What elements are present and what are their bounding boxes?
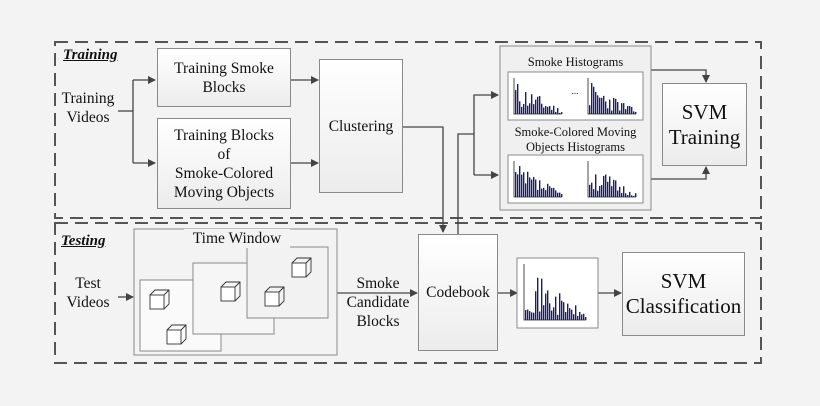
training-videos-label: Training Videos bbox=[61, 90, 115, 126]
cube-icon bbox=[291, 257, 312, 278]
smoke-colored-histograms-label: Smoke-Colored Moving Objects Histograms bbox=[514, 125, 637, 154]
testing-panel-border bbox=[54, 222, 762, 364]
cube-icon bbox=[166, 324, 187, 345]
smoke-colored-histogram-2 bbox=[587, 161, 637, 198]
codebook-box: Codebook bbox=[418, 234, 498, 351]
histograms-to-svm-arrows bbox=[651, 69, 710, 180]
training-smoke-colored-blocks-box: Training Blocks of Smoke-Colored Moving … bbox=[157, 118, 291, 209]
training-video-connectors bbox=[118, 76, 319, 167]
training-smoke-blocks-box: Training Smoke Blocks bbox=[157, 48, 291, 107]
clustering-to-codebook-arrow bbox=[403, 126, 447, 233]
codebook-to-histograms-arrows bbox=[457, 91, 499, 234]
testing-connectors bbox=[118, 289, 622, 301]
clustering-box: Clustering bbox=[319, 59, 403, 193]
histogram-ellipsis: ... bbox=[571, 86, 579, 96]
cube-icon bbox=[264, 286, 285, 307]
test-videos-label: Test Videos bbox=[66, 275, 110, 311]
smoke-candidate-blocks-label: Smoke Candidate Blocks bbox=[346, 275, 410, 330]
smoke-histograms-label: Smoke Histograms bbox=[527, 55, 624, 69]
smoke-colored-histogram-frame bbox=[507, 154, 644, 204]
smoke-colored-histogram-1 bbox=[513, 161, 563, 198]
cube-icon bbox=[220, 281, 241, 302]
testing-panel-label: Testing bbox=[61, 233, 106, 249]
training-panel-label: Training bbox=[63, 47, 118, 63]
cube-icon bbox=[149, 289, 170, 310]
svm-training-box: SVM Training bbox=[662, 83, 747, 166]
smoke-histogram-1 bbox=[513, 78, 563, 115]
smoke-histogram-frame bbox=[507, 71, 644, 121]
training-panel-border bbox=[54, 41, 762, 219]
test-histogram bbox=[523, 264, 587, 321]
svm-classification-box: SVM Classification bbox=[622, 252, 745, 336]
frame-3 bbox=[246, 246, 329, 319]
time-window-label: Time Window bbox=[184, 229, 290, 248]
smoke-histogram-2 bbox=[587, 78, 637, 115]
